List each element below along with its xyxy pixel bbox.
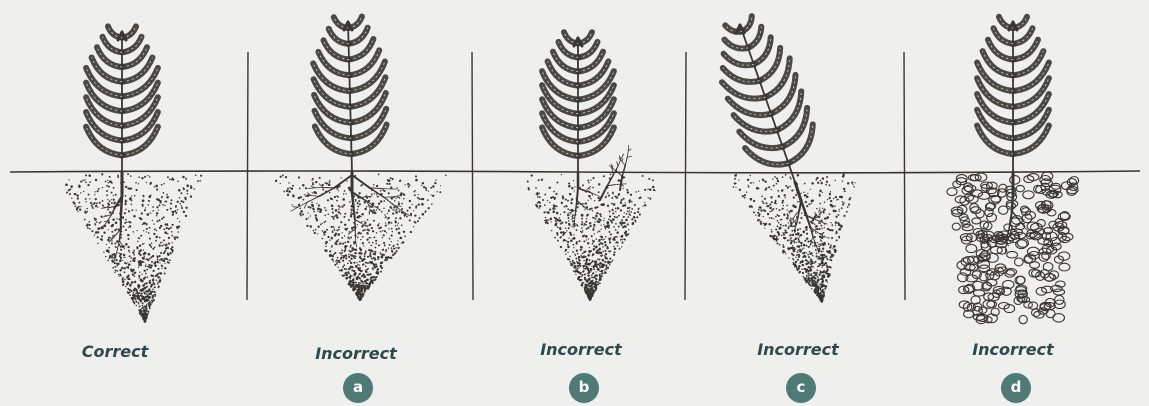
seedling-a: [313, 17, 386, 173]
badge-c: c: [786, 373, 816, 403]
badge-d: d: [1001, 373, 1031, 403]
roots-correct: [102, 172, 126, 261]
seedling-b: [542, 32, 614, 172]
panel-divider: [904, 52, 905, 300]
caption-incorrect-a: Incorrect: [315, 344, 397, 363]
soil-c: [733, 173, 856, 302]
ground-line: [10, 171, 1140, 173]
soil-correct: [65, 173, 202, 323]
seedling-d: [977, 17, 1049, 172]
panel-divider: [472, 52, 473, 300]
caption-incorrect-c: Incorrect: [757, 340, 839, 359]
badge-a: a: [343, 373, 373, 403]
caption-incorrect-b: Incorrect: [540, 340, 622, 359]
panel-divider: [247, 52, 248, 300]
caption-correct: Correct: [82, 342, 149, 361]
seedling-c: [722, 16, 813, 182]
seedling-correct: [86, 26, 158, 172]
badge-b: b: [569, 373, 599, 403]
panel-divider: [685, 52, 686, 300]
caption-incorrect-d: Incorrect: [972, 340, 1054, 359]
soil-a: [275, 174, 447, 302]
roots-b-k: [609, 146, 631, 190]
